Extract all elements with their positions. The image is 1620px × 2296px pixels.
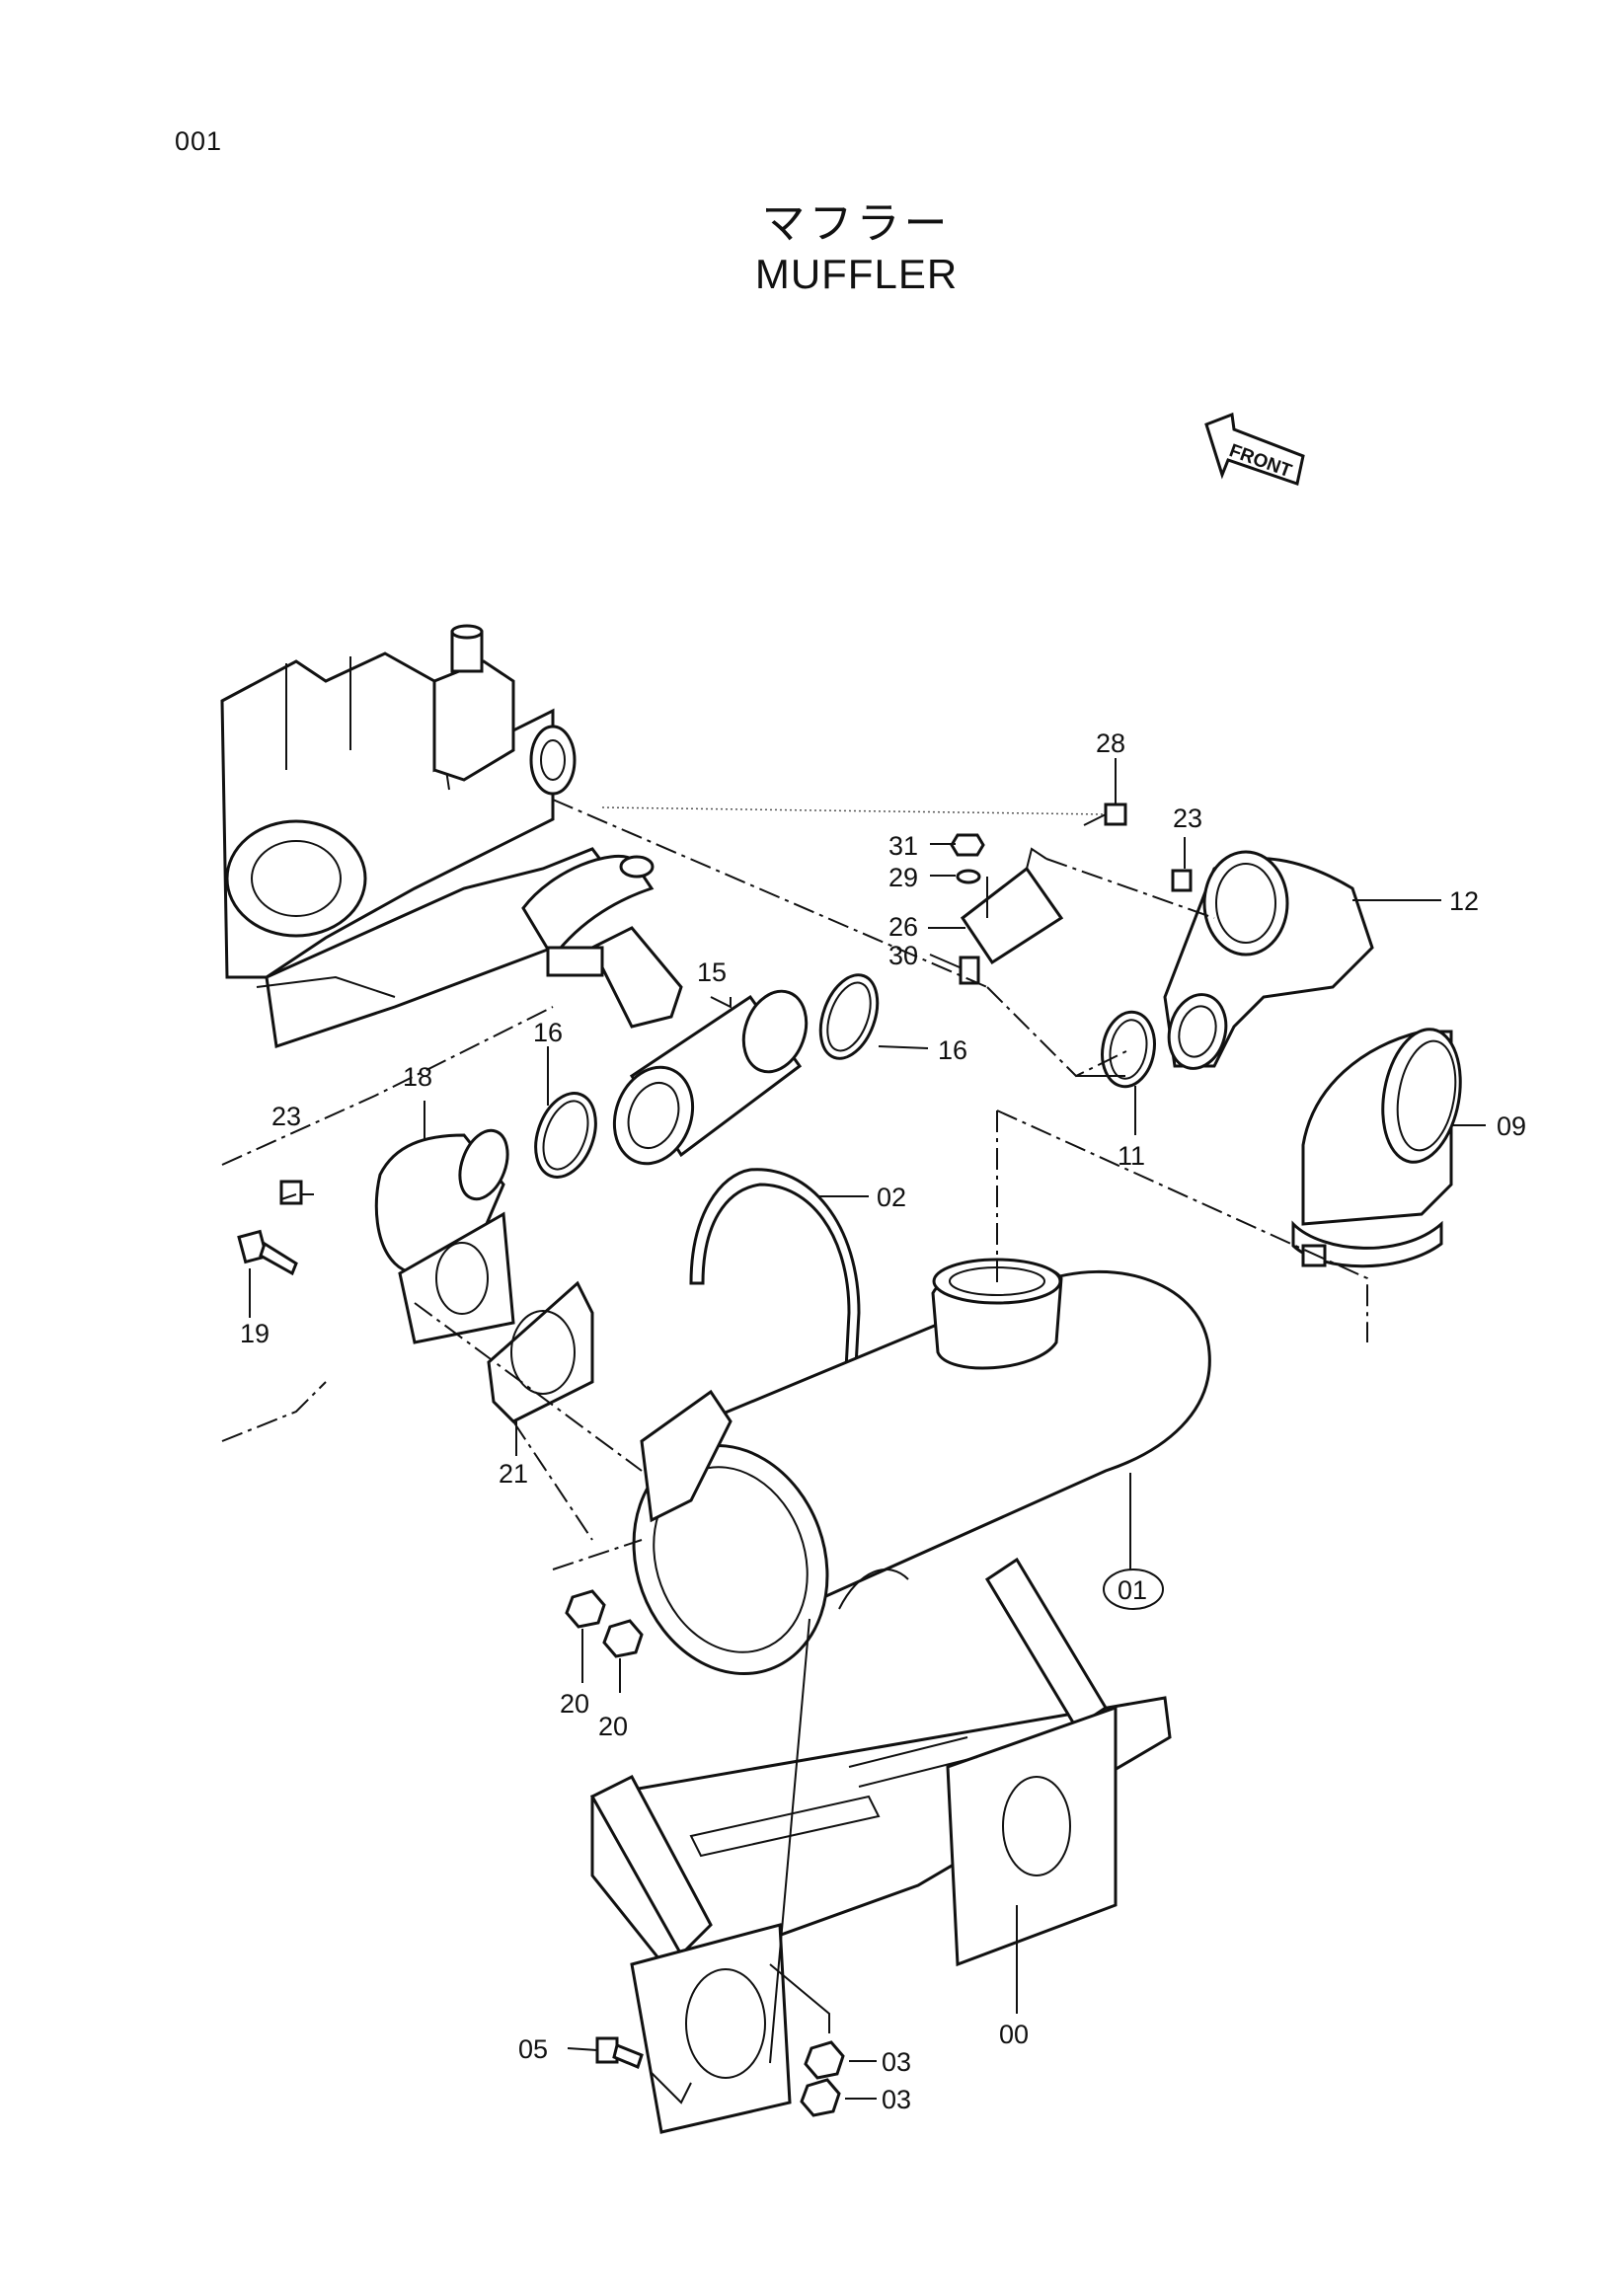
callout-03-b: 03 <box>882 2085 911 2114</box>
callout-20-b: 20 <box>598 1712 628 1741</box>
clamp-16-left <box>534 1092 597 1179</box>
callout-labels: 28 23 12 31 29 26 30 15 16 16 18 11 09 2… <box>240 728 1526 2114</box>
callout-29: 29 <box>888 863 918 892</box>
nut-20-b <box>602 1619 644 1658</box>
callout-16-left: 16 <box>533 1018 563 1047</box>
callout-09: 09 <box>1497 1111 1526 1141</box>
callout-18: 18 <box>403 1062 432 1092</box>
callout-28: 28 <box>1096 728 1125 758</box>
bolt-23-left <box>279 1180 314 1205</box>
callout-30: 30 <box>888 941 918 970</box>
nut-20-a <box>565 1589 606 1629</box>
bolt-23-right <box>1171 869 1193 892</box>
bolt-19 <box>237 1229 298 1276</box>
washer-29 <box>956 869 981 884</box>
callout-01-oval <box>1103 1569 1164 1610</box>
nut-31 <box>950 833 985 857</box>
engine-context <box>220 624 683 1442</box>
callout-03-a: 03 <box>882 2047 911 2077</box>
page-code: 001 <box>175 126 223 156</box>
callout-01: 01 <box>1118 1575 1147 1605</box>
callout-02: 02 <box>877 1183 906 1212</box>
muffler-body-01 <box>632 1258 1211 1676</box>
callout-12: 12 <box>1449 886 1479 916</box>
tail-pipe-09 <box>1291 1028 1462 1268</box>
callout-16-right: 16 <box>938 1035 967 1065</box>
elbow-pipe-12 <box>1163 850 1374 1070</box>
callout-23-left: 23 <box>271 1102 301 1131</box>
callout-31: 31 <box>888 831 918 861</box>
bolt-05 <box>595 2036 644 2070</box>
pipe-15 <box>612 989 809 1166</box>
bolt-28 <box>1083 803 1127 826</box>
callout-11: 11 <box>1118 1141 1145 1171</box>
callout-leaders <box>249 758 1486 2100</box>
callout-00: 00 <box>999 2020 1029 2049</box>
clamp-11 <box>1101 1010 1156 1089</box>
clamp-16-right <box>818 973 880 1060</box>
callout-21: 21 <box>499 1459 528 1489</box>
bracket-26 <box>960 847 1064 965</box>
callout-19: 19 <box>240 1319 270 1348</box>
front-arrow: FRONT <box>1204 412 1305 486</box>
callout-15: 15 <box>697 957 727 987</box>
callout-26: 26 <box>888 912 918 942</box>
callout-23-right: 23 <box>1173 804 1202 833</box>
page-title-japanese: マフラー <box>761 198 952 249</box>
page-title: MUFFLER <box>754 251 959 297</box>
nut-03-b <box>800 2078 841 2117</box>
bolt-30 <box>959 956 980 985</box>
nut-03-a <box>804 2040 845 2080</box>
gasket-21 <box>487 1280 594 1423</box>
assembly-lines <box>414 799 1368 2105</box>
elbow-pipe-18 <box>374 1128 515 1344</box>
callout-20-a: 20 <box>560 1689 589 1719</box>
mount-bracket-00 <box>589 1557 1172 2134</box>
callout-05: 05 <box>518 2034 548 2064</box>
